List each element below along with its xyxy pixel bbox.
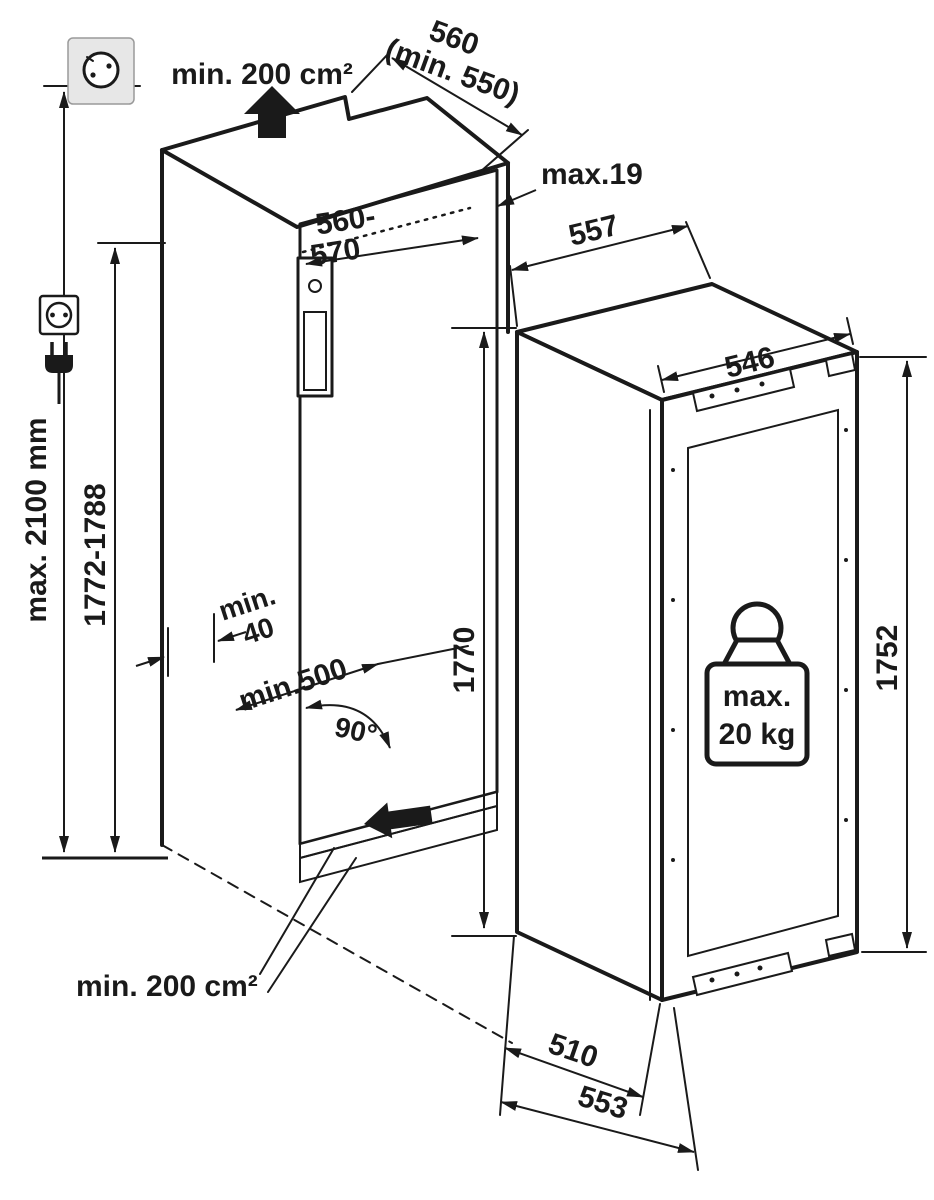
edge-max-label: max.19: [541, 158, 643, 191]
dim-line-510: [504, 1047, 644, 1098]
dim-line-553: [500, 1101, 695, 1153]
ext-line: [673, 1007, 699, 1171]
top-depth-value: 557: [565, 209, 622, 253]
socket-hole: [106, 63, 112, 69]
leader-line: [259, 847, 335, 975]
depth-510-value: 510: [544, 1027, 602, 1075]
niche-height-value: 1772-1788: [79, 483, 112, 626]
dim-floor-depth: min.500: [235, 645, 469, 718]
hidden-bottom-edge: [161, 844, 513, 1044]
screw-dot: [844, 818, 848, 822]
dim-niche-height: 1772-1788: [79, 242, 166, 853]
plug-body: [45, 355, 73, 373]
bottom-vent-callout: min. 200 cm²: [76, 802, 433, 1003]
floor-depth-value: min.500: [235, 652, 351, 718]
dim-appliance-height: 1752: [859, 356, 927, 953]
appliance-side-face: [515, 330, 664, 1002]
screw-dot: [671, 468, 675, 472]
door-swing-angle: 90°: [305, 699, 391, 750]
weight-max-label: max.: [723, 680, 791, 713]
appliance-height-value: 1752: [871, 625, 904, 692]
bottom-hinge-bracket: [691, 951, 794, 997]
bracket-hole: [308, 279, 322, 293]
angle-arc: [305, 699, 391, 749]
dim-line: [305, 235, 479, 267]
screw-dot: [844, 688, 848, 692]
dim-total-height: max. 2100 mm: [20, 85, 168, 860]
plug-icon: [45, 342, 73, 404]
screw-dot: [757, 965, 763, 971]
ext-line: [657, 365, 665, 393]
socket-notch: [86, 56, 94, 62]
screw-dot: [844, 558, 848, 562]
angle-value: 90°: [332, 711, 380, 750]
leader-line: [497, 189, 537, 207]
dim-niche-width: 560- 570: [305, 200, 479, 273]
left-arrow-icon: [364, 802, 433, 839]
ext-line: [846, 317, 854, 345]
top-vent-callout: min. 200 cm²: [171, 58, 353, 138]
socket-hole: [90, 72, 96, 78]
screw-dot: [844, 428, 848, 432]
dim-line: [391, 57, 523, 136]
dim-appliance-top-depth: 557: [509, 209, 711, 327]
dim-line: [511, 225, 689, 271]
dim-min40: min. 40: [135, 579, 279, 677]
screw-dot: [734, 387, 740, 393]
ext-line: [499, 935, 515, 1116]
top-vent-label: min. 200 cm²: [171, 58, 353, 91]
weight-body: [704, 661, 810, 767]
screw-dot: [709, 393, 715, 399]
arrow-line: [135, 656, 165, 667]
leader-line: [267, 857, 357, 993]
ext-line: [685, 221, 711, 279]
outlet-face: [45, 301, 73, 329]
bracket-slot: [303, 311, 327, 391]
bottom-right-clip: [824, 932, 857, 958]
dim-edge-max19: max.19: [497, 158, 643, 207]
appliance: [515, 282, 859, 1002]
weight-value-label: 20 kg: [719, 718, 796, 751]
recess-height-value: 1770: [448, 627, 481, 694]
bold-left-arrow: [364, 802, 433, 839]
ext-line: [509, 265, 518, 327]
total-height-value: max. 2100 mm: [20, 417, 53, 622]
niche-width-value-2: 570: [308, 232, 363, 272]
ext-line: [351, 51, 391, 93]
outlet-and-plug: [38, 294, 80, 404]
ext-line: [377, 645, 469, 665]
socket-icon: [67, 37, 135, 105]
arrow-line: [217, 631, 247, 642]
screw-dot: [671, 858, 675, 862]
bottom-vent-label: min. 200 cm²: [76, 970, 258, 1003]
screw-dot: [671, 728, 675, 732]
weight-icon: max. 20 kg: [704, 601, 810, 767]
outlet-hole: [63, 312, 68, 318]
screw-dot: [759, 381, 765, 387]
dim-recess-height: 1770: [448, 327, 517, 937]
ext-line: [479, 129, 529, 173]
screw-dot: [734, 971, 740, 977]
dim-line: [235, 663, 379, 711]
up-arrow-icon: [244, 86, 300, 138]
screw-dot: [709, 977, 715, 983]
outlet-hole: [50, 312, 55, 318]
dim-line: [661, 332, 851, 382]
depth-553-value: 553: [574, 1080, 632, 1126]
screw-dot: [671, 598, 675, 602]
door-inner-panel: [687, 408, 839, 958]
ext-line: [639, 1003, 661, 1116]
